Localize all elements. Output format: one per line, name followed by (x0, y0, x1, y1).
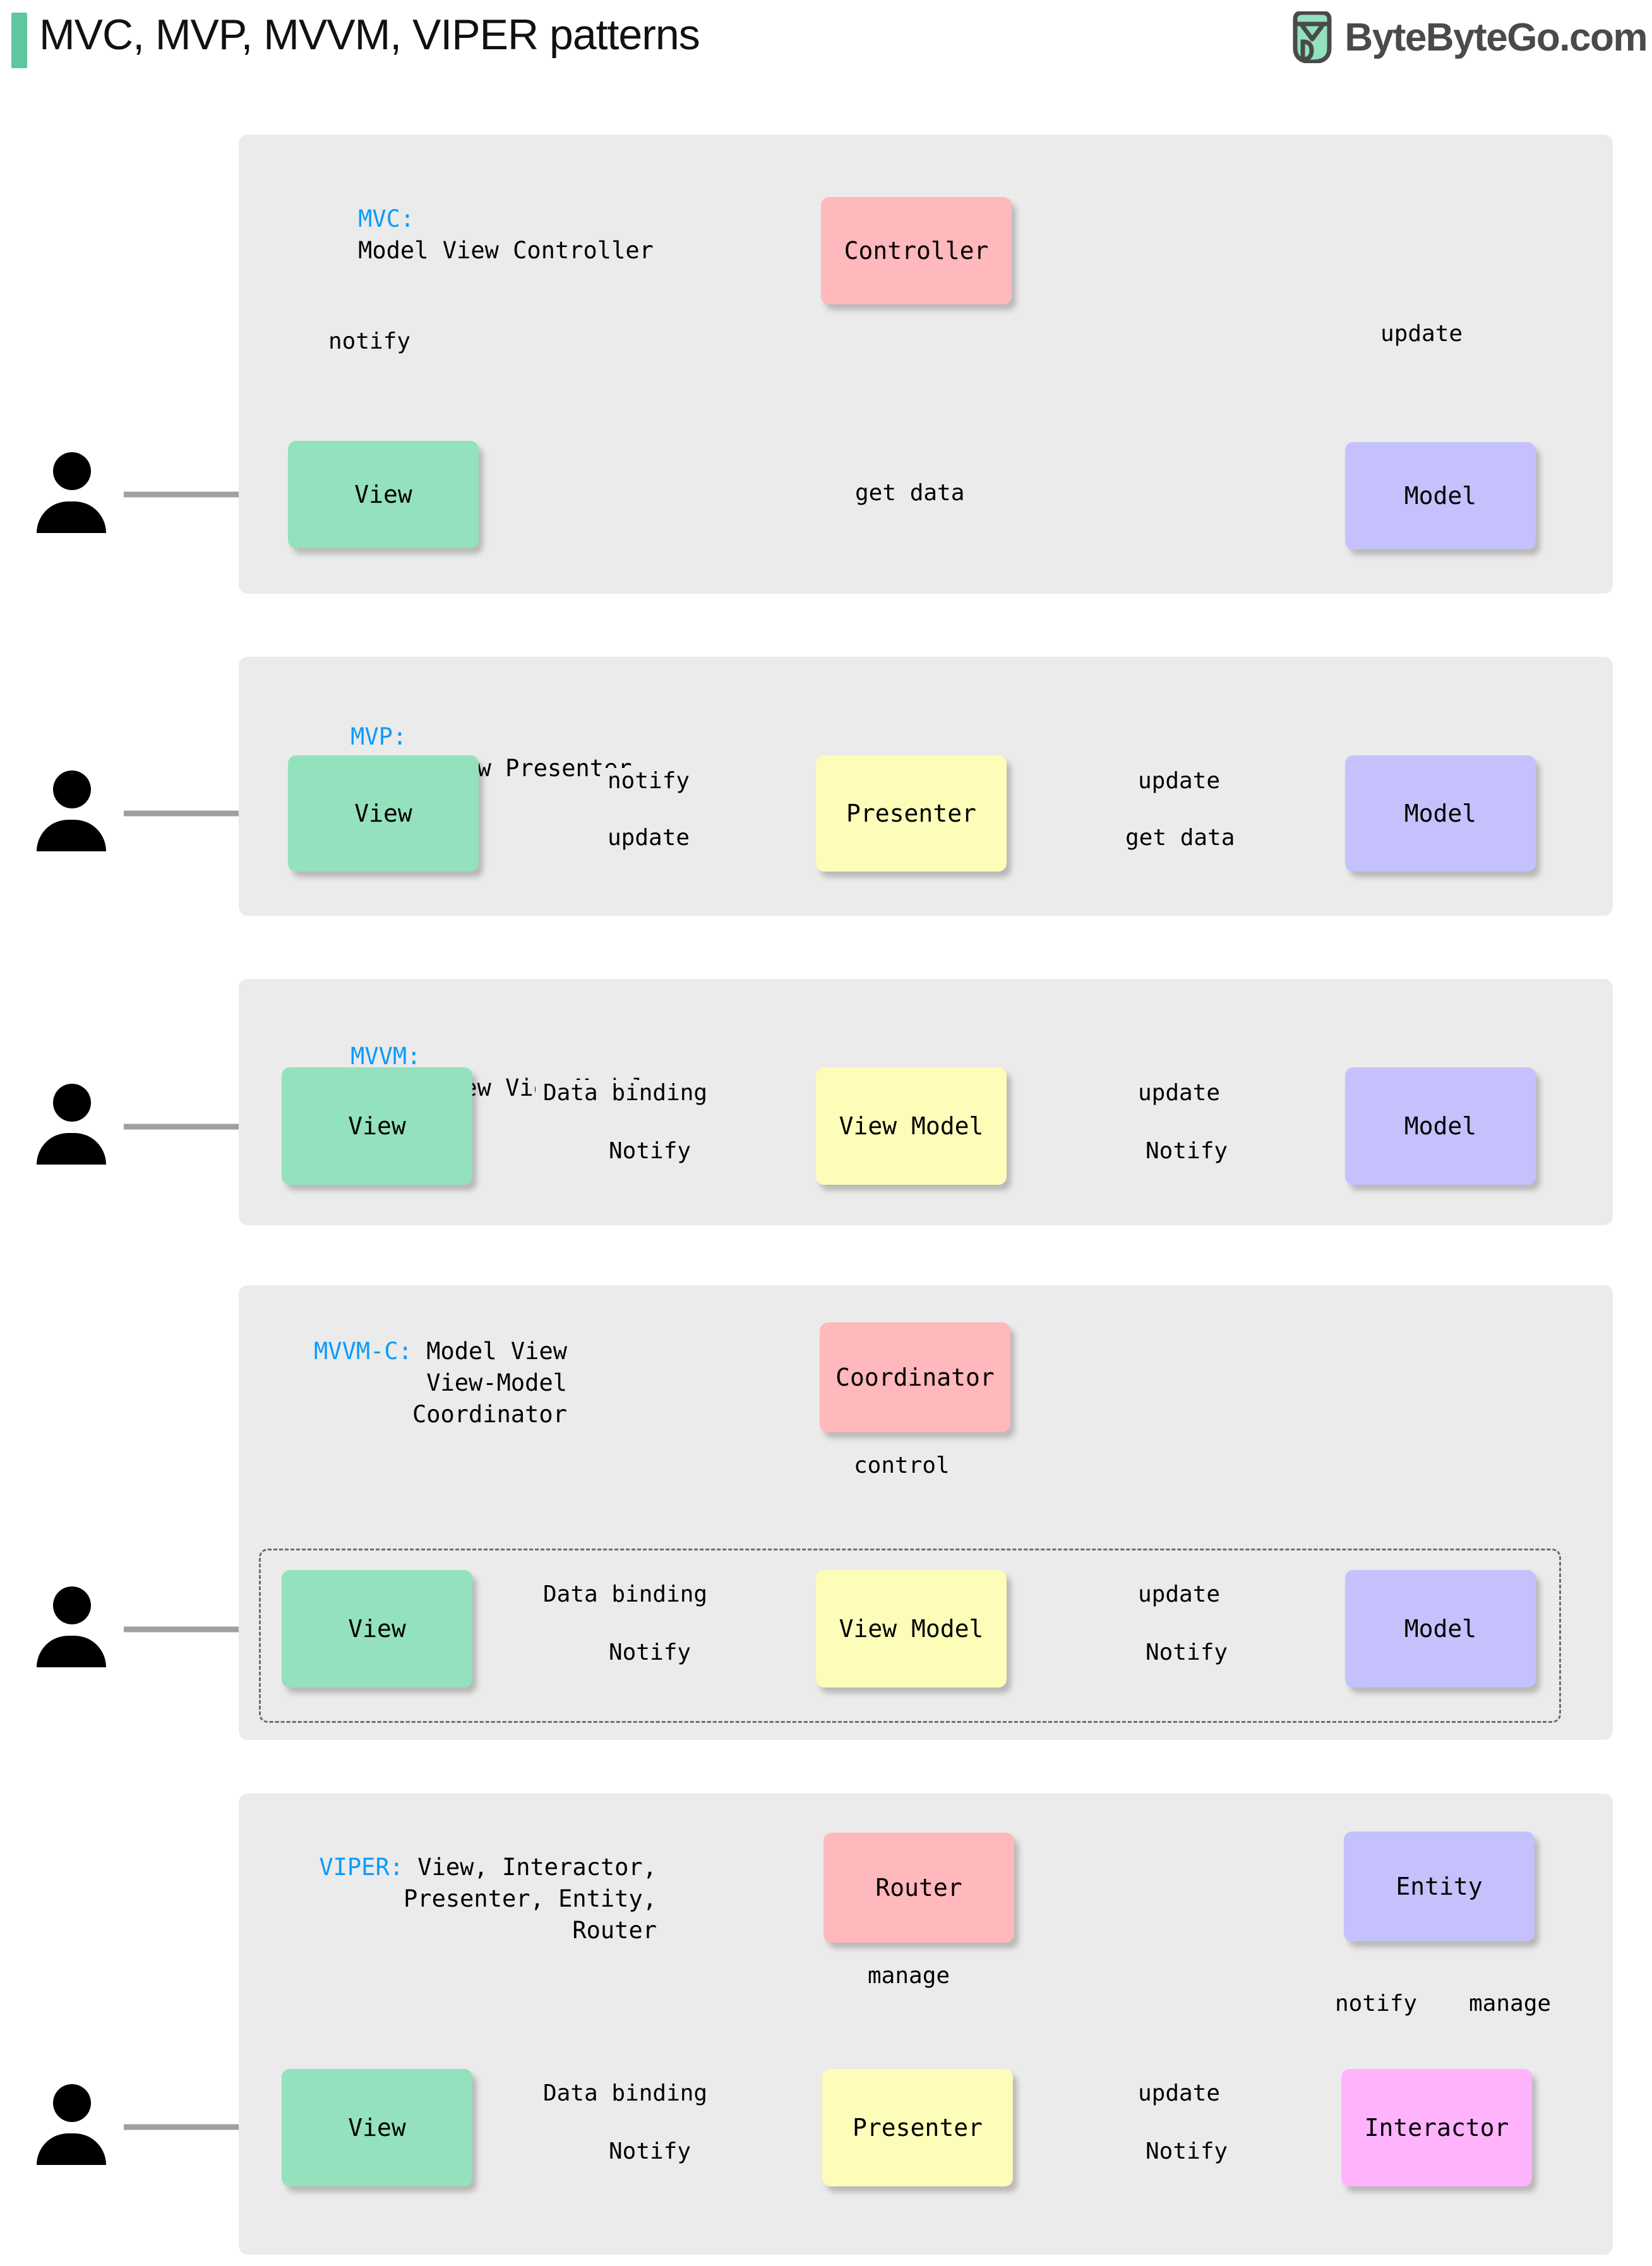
section-title-line-viper-0: View, Interactor, (417, 1854, 657, 1881)
brand-name: ByteByteGo.com (1344, 15, 1648, 59)
edge-label-mvvmc-databinding: Data binding (536, 1581, 715, 1607)
page-title: MVC, MVP, MVVM, VIPER patterns (39, 11, 700, 59)
user-body (37, 820, 106, 851)
section-title-viper: VIPER: View, Interactor, Presenter, Entit… (189, 1852, 657, 1946)
node-mvc-model[interactable]: Model (1345, 442, 1536, 549)
section-key-viper: VIPER: (319, 1854, 418, 1881)
user-head (53, 2084, 91, 2122)
edge-label-mvp-getdata: get data (1118, 825, 1243, 851)
node-mvvm-view[interactable]: View (282, 1067, 472, 1185)
section-title-line-mvvm-c-1: View-Model (426, 1369, 567, 1396)
user-body (37, 2133, 106, 2165)
section-title-line-mvvm-c-0: Model View (426, 1338, 567, 1365)
node-mvc-controller[interactable]: Controller (821, 197, 1012, 304)
brand-lockup: ByteByteGo.com (1289, 11, 1648, 63)
edge-label-mvp-update2: update (600, 825, 698, 851)
edge-label-viper-databinding: Data binding (536, 2080, 715, 2106)
edge-label-viper-notify-b: Notify (1137, 2138, 1237, 2164)
user-icon-mvp (37, 770, 106, 851)
edge-label-mvvmc-notify-b: Notify (1137, 1640, 1237, 1665)
bytebytego-logo-icon (1293, 11, 1332, 63)
node-mvvm-viewmodel[interactable]: View Model (816, 1067, 1007, 1185)
edge-label-mvc-notify: notify (328, 328, 411, 354)
section-title-mvc: MVC: Model View Controller (302, 172, 744, 298)
edge-label-mvvm-notify-a: Notify (600, 1138, 700, 1164)
node-mvvmc-model[interactable]: Model (1345, 1570, 1536, 1688)
user-body (37, 501, 106, 533)
edge-label-viper-notify-a: Notify (600, 2138, 700, 2164)
edge-label-viper-update: update (1130, 2080, 1228, 2106)
section-title-line-mvc-0: Model View Controller (358, 237, 654, 264)
edge-label-mvvmc-control: control (854, 1453, 950, 1478)
edge-label-mvvmc-notify-a: Notify (600, 1640, 700, 1665)
page-header: MVC, MVP, MVVM, VIPER patterns ByteByteG… (0, 0, 1652, 85)
user-icon-mvc (37, 452, 106, 533)
user-head (53, 452, 91, 490)
section-key-mvc: MVC: (358, 205, 429, 232)
section-title-line-viper-1: Presenter, Entity, (404, 1885, 657, 1912)
node-mvvm-model[interactable]: Model (1345, 1067, 1536, 1185)
node-viper-view[interactable]: View (282, 2069, 472, 2186)
section-key-mvvm: MVVM: (350, 1043, 435, 1070)
user-body (37, 1636, 106, 1667)
section-key-mvp: MVP: (350, 723, 421, 750)
edge-label-mvp-update: update (1130, 768, 1228, 794)
section-key-mvvm-c: MVVM-C: (314, 1338, 427, 1365)
edge-label-mvvm-databinding: Data binding (536, 1080, 715, 1106)
node-mvp-presenter[interactable]: Presenter (816, 755, 1007, 872)
edge-label-mvc-update: update (1380, 321, 1463, 347)
user-head (53, 1586, 91, 1624)
section-title-line-mvvm-c-2: Coordinator (412, 1401, 567, 1428)
user-head (53, 770, 91, 808)
title-accent-bar (11, 13, 27, 68)
user-head (53, 1084, 91, 1122)
node-viper-presenter[interactable]: Presenter (822, 2069, 1013, 2186)
edge-label-mvc-getdata: get data (846, 480, 974, 506)
user-body (37, 1133, 106, 1165)
node-viper-router[interactable]: Router (823, 1833, 1014, 1943)
edge-label-mvvmc-update: update (1130, 1581, 1228, 1607)
edge-label-viper-notify-entity: notify (1335, 1991, 1418, 2017)
edge-label-mvvm-notify-b: Notify (1137, 1138, 1237, 1164)
edge-label-mvvm-update: update (1130, 1080, 1228, 1106)
node-viper-interactor[interactable]: Interactor (1341, 2069, 1532, 2186)
edge-label-viper-manage-router: manage (868, 1963, 950, 1989)
node-mvp-model[interactable]: Model (1345, 755, 1536, 872)
user-icon-viper (37, 2084, 106, 2165)
mvvm-c-module-group (259, 1549, 1561, 1723)
node-mvvmc-view[interactable]: View (282, 1570, 472, 1688)
node-mvp-view[interactable]: View (288, 755, 479, 872)
section-title-line-viper-2: Router (572, 1917, 657, 1944)
node-viper-entity[interactable]: Entity (1344, 1831, 1535, 1941)
node-mvvmc-viewmodel[interactable]: View Model (816, 1570, 1007, 1688)
edge-label-viper-manage-entity: manage (1469, 1991, 1552, 2017)
node-mvc-view[interactable]: View (288, 441, 479, 548)
user-icon-mvvm (37, 1084, 106, 1165)
edge-label-mvp-notify: notify (600, 768, 698, 794)
node-mvvmc-coordinator[interactable]: Coordinator (820, 1322, 1010, 1432)
user-icon-mvvm-c (37, 1586, 106, 1667)
